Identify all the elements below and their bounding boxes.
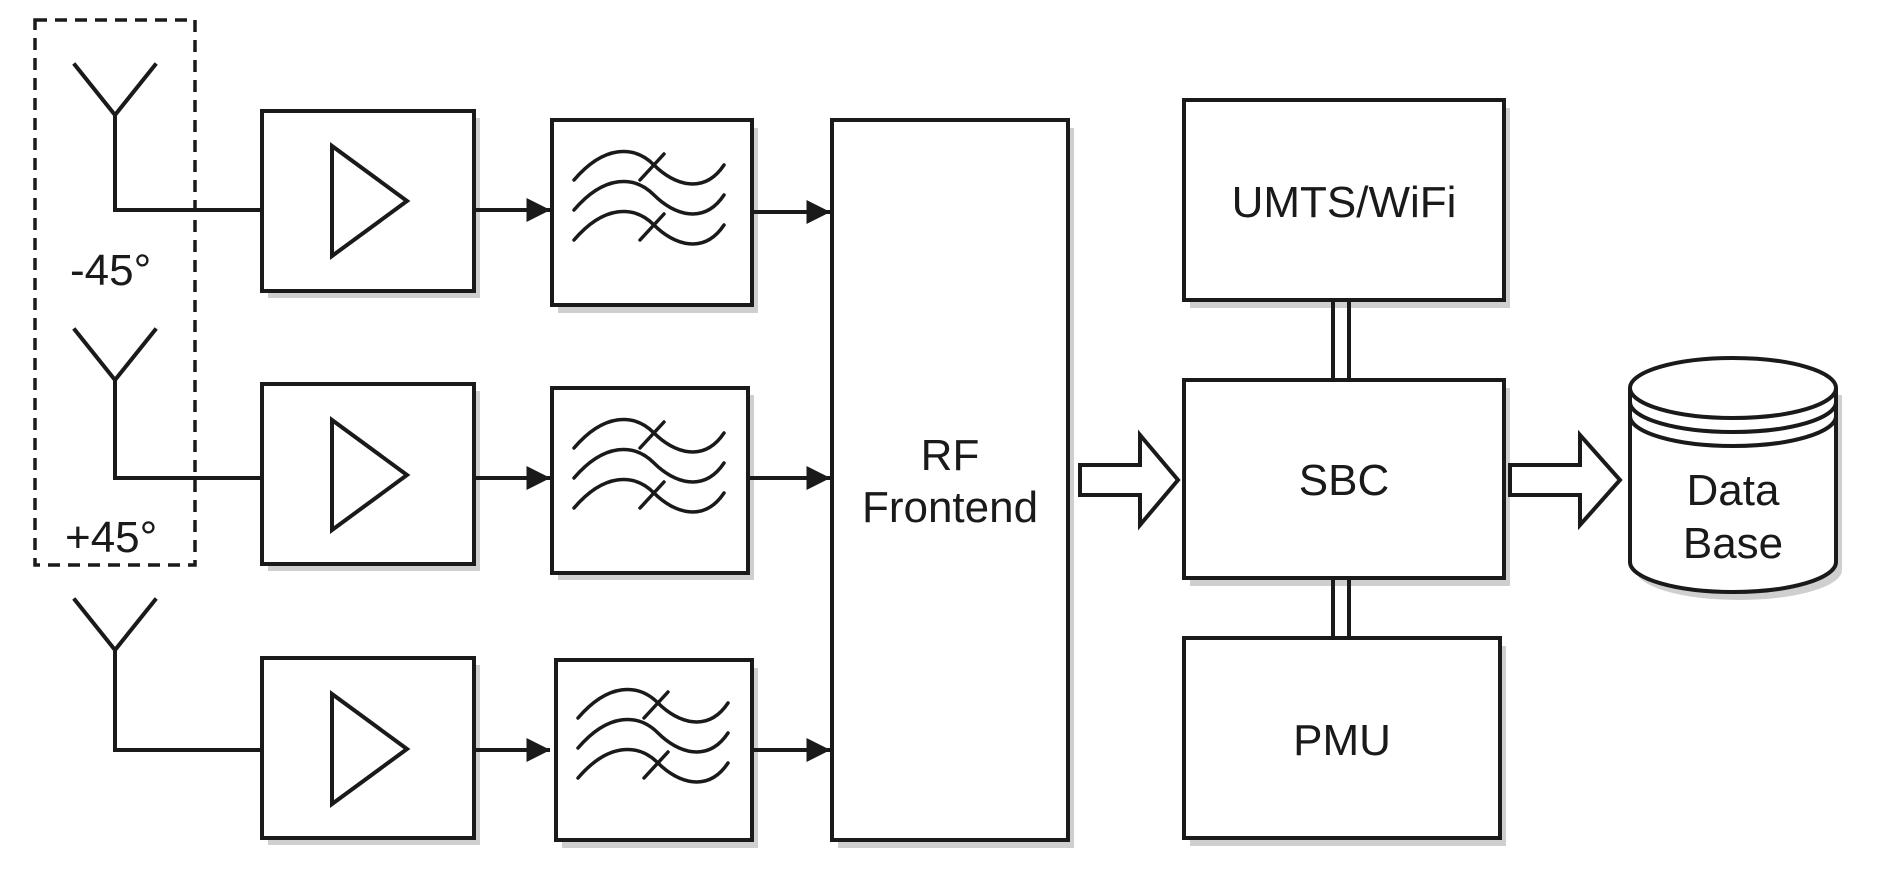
filter-1 — [550, 118, 758, 313]
rf-frontend-label-line1: RF — [921, 431, 980, 480]
sbc-block: SBC — [1182, 378, 1510, 586]
amplifier-1 — [260, 109, 480, 298]
connector-umts-sbc — [1331, 298, 1351, 382]
dual-polarized-antenna-group — [33, 18, 197, 567]
sbc-label: SBC — [1299, 456, 1389, 505]
antenna-2 — [73, 328, 262, 480]
filter-3 — [554, 658, 758, 848]
rf-frontend-block: RF Frontend — [830, 118, 1074, 848]
rf-frontend-label-line2: Frontend — [862, 483, 1038, 532]
antenna-label-minus45: -45° — [70, 246, 151, 295]
database-cylinder: Data Base — [1627, 356, 1842, 600]
antenna-1 — [73, 63, 262, 212]
antenna-3 — [73, 598, 262, 752]
amplifier-3 — [260, 656, 480, 845]
amplifier-2 — [260, 382, 480, 571]
pmu-label: PMU — [1293, 716, 1391, 765]
connector-sbc-pmu — [1331, 576, 1351, 642]
umts-wifi-label: UMTS/WiFi — [1232, 178, 1457, 227]
arrow-sbc-to-database — [1508, 429, 1623, 531]
antenna-label-plus45: +45° — [65, 513, 157, 562]
database-label-line2: Base — [1683, 519, 1783, 568]
umts-wifi-block: UMTS/WiFi — [1182, 98, 1510, 308]
filter-2 — [550, 386, 754, 580]
pmu-block: PMU — [1182, 636, 1506, 846]
database-label-line1: Data — [1687, 466, 1780, 515]
arrow-rf-to-sbc — [1078, 429, 1181, 531]
